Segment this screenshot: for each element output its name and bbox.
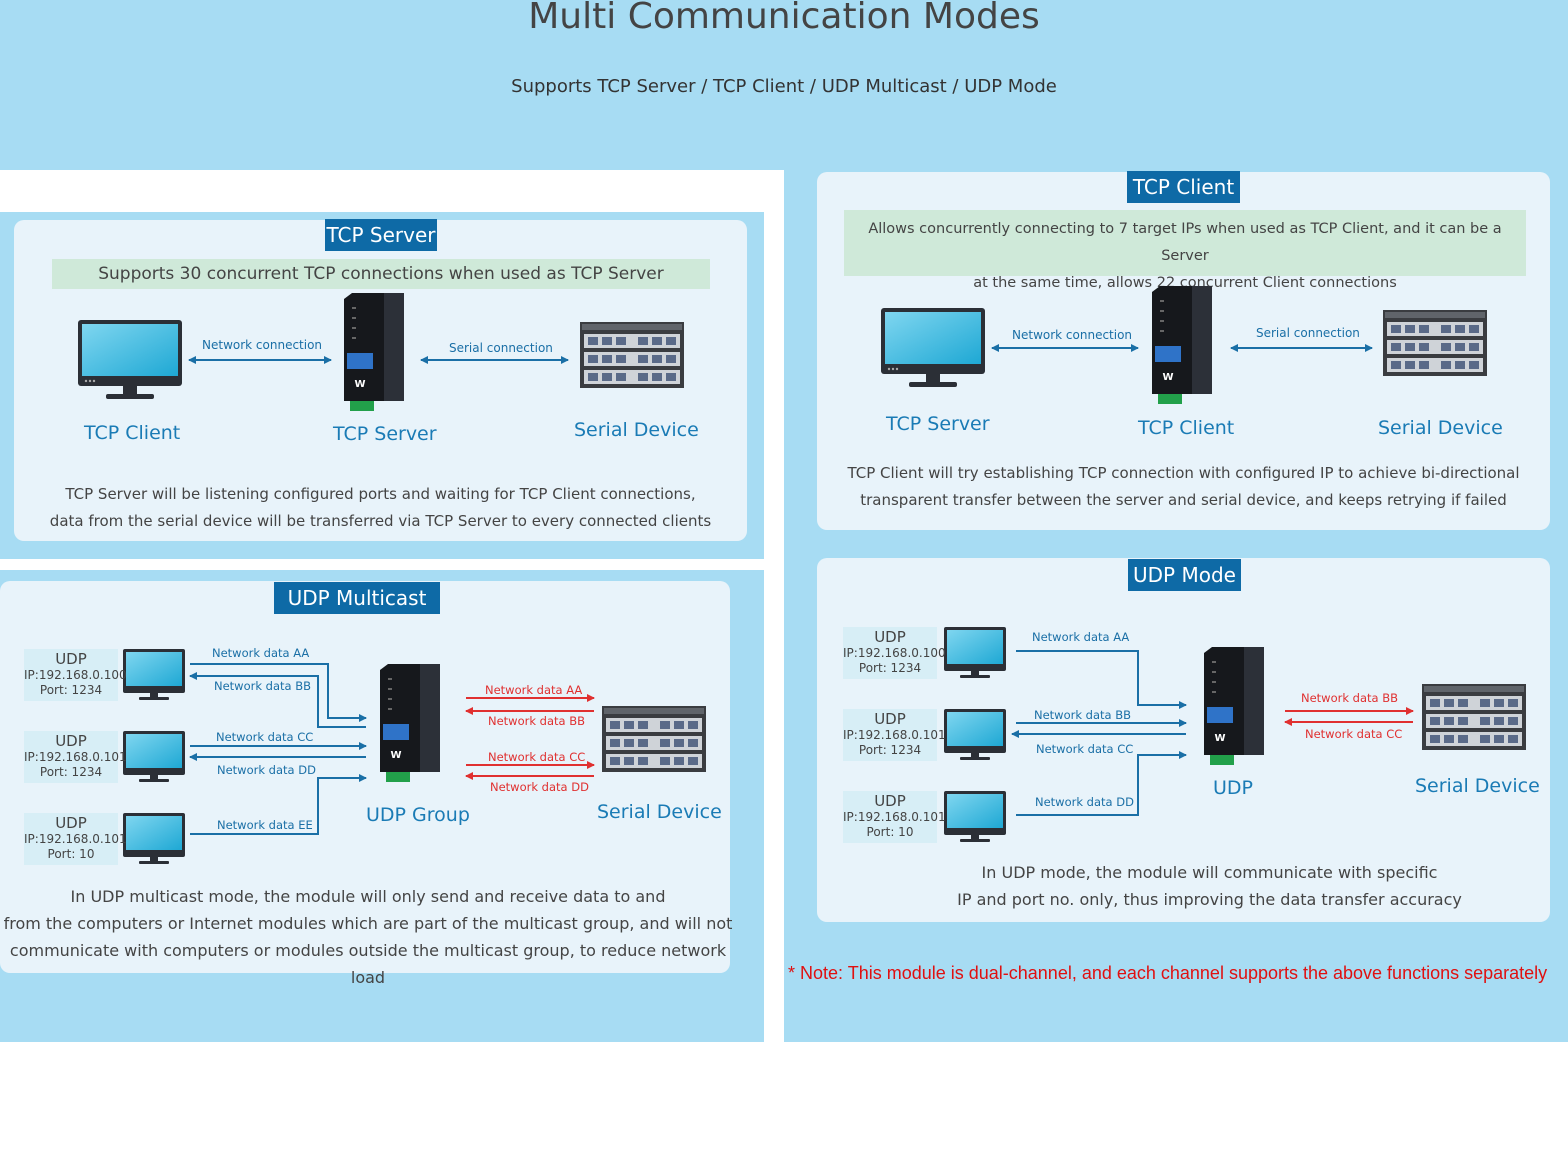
host-proto: UDP [55, 814, 87, 832]
tcp-client-monitor-icon [78, 320, 182, 399]
tcp-client-label-client: TCP Client [1138, 417, 1235, 439]
tcp-client-banner-line1: Allows concurrently connecting to 7 targ… [868, 221, 1502, 264]
udp-mode-description: In UDP mode, the module will communicate… [843, 859, 1568, 913]
host-port: Port: 1234 [39, 765, 103, 779]
udp-mode-label-serial: Serial Device [1415, 775, 1540, 797]
host-proto: UDP [874, 628, 906, 646]
host-proto: UDP [874, 792, 906, 810]
tcp-server-link-network: Network connection [202, 338, 323, 352]
serial-device-rack-icon [602, 706, 706, 772]
udp-mode-host-2-monitor-icon [944, 709, 1006, 760]
tcp-client-banner: Allows concurrently connecting to 7 targ… [844, 210, 1526, 291]
udp-host-3-monitor-icon [123, 813, 185, 864]
udp-mode-label-udp: UDP [1213, 777, 1253, 799]
udp-multicast-net-ee: Network data EE [217, 818, 313, 832]
tcp-server-desc-line1: TCP Server will be listening configured … [65, 485, 696, 503]
udp-multicast-net-cc: Network data CC [216, 730, 314, 744]
udp-multicast-net-bb: Network data BB [214, 679, 312, 693]
host-ip: IP:192.168.0.101 [843, 728, 946, 742]
udp-multicast-net-aa: Network data AA [212, 646, 310, 660]
udp-host-2-monitor-icon [123, 731, 185, 782]
tcp-client-badge: TCP Client [1127, 171, 1240, 203]
udp-mode-host-2-info: UDP IP:192.168.0.101 Port: 1234 [843, 709, 946, 761]
udp-module-icon [1204, 647, 1264, 765]
udp-multicast-serial-dd: Network data DD [490, 780, 589, 794]
udp-multicast-serial-cc: Network data CC [488, 750, 586, 764]
host-proto: UDP [55, 732, 87, 750]
tcp-server-label-serial: Serial Device [574, 419, 699, 441]
udp-mode-net-dd: Network data DD [1035, 795, 1134, 809]
host-proto: UDP [55, 650, 87, 668]
dual-channel-note: * Note: This module is dual-channel, and… [788, 963, 1548, 983]
tcp-client-desc-line2: transparent transfer between the server … [860, 491, 1507, 509]
udp-mode-desc-line2: IP and port no. only, thus improving the… [957, 890, 1462, 909]
udp-mode-net-cc: Network data CC [1036, 742, 1134, 756]
udp-mode-serial-cc: Network data CC [1305, 727, 1403, 741]
host-ip: IP:192.168.0.101 [843, 810, 946, 824]
udp-mode-net-aa: Network data AA [1032, 630, 1130, 644]
udp-host-1-monitor-icon [123, 649, 185, 700]
udp-multicast-serial-bb: Network data BB [488, 714, 586, 728]
host-ip: IP:192.168.0.100 [843, 646, 946, 660]
host-port: Port: 1234 [39, 683, 103, 697]
udp-multicast-host-1-info: UDP IP:192.168.0.100 Port: 1234 [24, 649, 127, 701]
udp-multicast-badge: UDP Multicast [274, 582, 440, 614]
udp-mode-net-bb: Network data BB [1034, 708, 1132, 722]
udp-multicast-description: In UDP multicast mode, the module will o… [0, 883, 736, 991]
udp-mode-host-3-info: UDP IP:192.168.0.101 Port: 10 [843, 791, 946, 843]
host-port: Port: 10 [47, 847, 95, 861]
tcp-client-description: TCP Client will try establishing TCP con… [817, 460, 1550, 514]
host-ip: IP:192.168.0.100 [24, 668, 127, 682]
udp-mode-host-3-monitor-icon [944, 791, 1006, 842]
tcp-client-link-network: Network connection [1012, 328, 1133, 342]
serial-device-rack-icon [1383, 310, 1487, 376]
tcp-server-label-server: TCP Server [333, 423, 437, 445]
udp-multicast-host-2-info: UDP IP:192.168.0.101 Port: 1234 [24, 731, 127, 783]
tcp-client-desc-line1: TCP Client will try establishing TCP con… [847, 464, 1520, 482]
udp-group-module-icon [380, 664, 440, 782]
udp-mode-serial-bb: Network data BB [1301, 691, 1399, 705]
tcp-client-label-serial: Serial Device [1378, 417, 1503, 439]
tcp-server-banner: Supports 30 concurrent TCP connections w… [52, 259, 710, 289]
tcp-server-desc-line2: data from the serial device will be tran… [49, 512, 712, 530]
page-title: Multi Communication Modes [528, 0, 1040, 37]
tcp-client-label-server: TCP Server [886, 413, 990, 435]
udp-mode-host-1-monitor-icon [944, 627, 1006, 678]
udp-mode-badge: UDP Mode [1128, 559, 1241, 591]
serial-device-rack-icon [1422, 684, 1526, 750]
host-port: Port: 10 [866, 825, 914, 839]
tcp-server-monitor-icon [881, 308, 985, 387]
tcp-server-label-client: TCP Client [84, 422, 181, 444]
header-background [0, 0, 1568, 170]
host-ip: IP:192.168.0.101 [24, 832, 127, 846]
host-ip: IP:192.168.0.101 [24, 750, 127, 764]
udp-multicast-desc-line3: communicate with computers or modules ou… [9, 941, 727, 987]
udp-mode-host-1-info: UDP IP:192.168.0.100 Port: 1234 [843, 627, 946, 679]
udp-multicast-desc-line1: In UDP multicast mode, the module will o… [70, 887, 666, 906]
tcp-client-banner-line2: at the same time, allows 22 concurrent C… [973, 275, 1397, 291]
tcp-server-badge: TCP Server [325, 219, 437, 251]
tcp-server-module-icon [344, 293, 404, 411]
host-port: Port: 1234 [858, 661, 922, 675]
udp-multicast-host-3-info: UDP IP:192.168.0.101 Port: 10 [24, 813, 127, 865]
udp-multicast-serial-aa: Network data AA [485, 683, 583, 697]
serial-device-rack-icon [580, 322, 684, 388]
host-proto: UDP [874, 710, 906, 728]
tcp-client-module-icon [1152, 286, 1212, 404]
udp-multicast-label-group: UDP Group [366, 804, 470, 826]
tcp-server-link-serial: Serial connection [449, 341, 553, 355]
udp-mode-desc-line1: In UDP mode, the module will communicate… [981, 863, 1438, 882]
tcp-client-link-serial: Serial connection [1256, 326, 1360, 340]
udp-multicast-net-dd: Network data DD [217, 763, 316, 777]
tcp-server-description: TCP Server will be listening configured … [14, 481, 747, 535]
page-subtitle: Supports TCP Server / TCP Client / UDP M… [511, 76, 1057, 97]
udp-multicast-label-serial: Serial Device [597, 801, 722, 823]
host-port: Port: 1234 [858, 743, 922, 757]
udp-multicast-desc-line2: from the computers or Internet modules w… [3, 914, 733, 933]
